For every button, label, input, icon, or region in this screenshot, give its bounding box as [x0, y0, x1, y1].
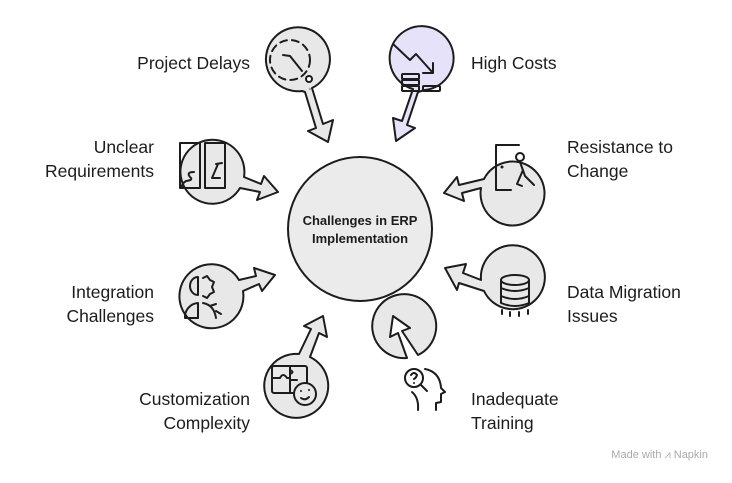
label-resistance-to-change: Resistance to Change: [567, 135, 673, 183]
label-line: Training: [471, 413, 534, 433]
node-integration-challenges: [178, 263, 276, 330]
center-circle: [287, 156, 433, 302]
node-data-migration-issues: [444, 244, 546, 317]
label-line: Complexity: [163, 413, 250, 433]
label-line: Integration: [71, 282, 154, 302]
center-title-line2: Implementation: [311, 231, 409, 246]
database-icon: [500, 274, 530, 317]
label-inadequate-training: Inadequate Training: [471, 387, 559, 435]
center-title-line1: Challenges in ERP: [302, 213, 418, 228]
confused-paths-icon: [179, 142, 226, 189]
person-gear-icon: [183, 275, 222, 319]
label-high-costs: High Costs: [471, 51, 557, 75]
label-line: Change: [567, 161, 629, 181]
label-line: Inadequate: [471, 389, 559, 409]
label-line: Customization: [139, 389, 250, 409]
label-line: Challenges: [66, 306, 154, 326]
node-resistance-to-change: [443, 144, 546, 227]
node-inadequate-training: [371, 293, 446, 411]
label-integration-challenges: Integration Challenges: [66, 280, 154, 328]
node-unclear-requirements: [179, 138, 279, 205]
label-customization-complexity: Customization Complexity: [139, 387, 250, 435]
person-leaving-door-icon: [495, 144, 535, 191]
label-line: Project Delays: [137, 53, 250, 73]
label-line: Requirements: [45, 161, 154, 181]
label-data-migration-issues: Data Migration Issues: [567, 280, 681, 328]
label-project-delays: Project Delays: [137, 51, 250, 75]
label-line: Unclear: [93, 137, 154, 157]
label-line: Data Migration: [567, 282, 681, 302]
clock-delay-icon: [269, 39, 313, 91]
napkin-watermark[interactable]: Made with ⩘ Napkin: [611, 449, 708, 461]
label-line: Issues: [567, 306, 618, 326]
cost-decline-icon: [392, 43, 441, 92]
puzzle-face-icon: [271, 365, 317, 406]
node-project-delays: [264, 26, 334, 143]
head-question-icon: [404, 368, 446, 411]
label-unclear-requirements: Unclear Requirements: [45, 135, 154, 183]
node-customization-complexity: [263, 315, 330, 419]
label-line: Resistance to: [567, 137, 674, 157]
node-high-costs: [388, 25, 455, 142]
label-line: High Costs: [471, 53, 557, 73]
center-title: Challenges in ERP Implementation: [288, 212, 432, 248]
